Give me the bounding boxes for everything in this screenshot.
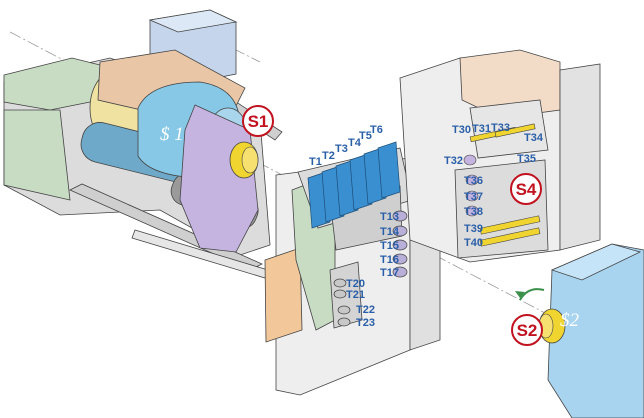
tool-label: T33	[491, 122, 510, 134]
s4-tool-disc-t36	[465, 174, 479, 186]
tool-label: T39	[464, 223, 483, 235]
tool-labels-s4-column: T32 T36 T37 T38 T39 T40	[444, 155, 483, 249]
s4-drill-t39	[479, 215, 541, 235]
tool-disc-t14	[392, 225, 408, 237]
s2-callout-circle	[511, 314, 543, 346]
tool-disc-t23	[337, 317, 351, 327]
tool-label: T3	[335, 143, 348, 155]
drive-arm	[179, 104, 259, 253]
tool-label: T34	[524, 132, 544, 144]
tool-holder-t6	[377, 141, 401, 199]
tool-disc-t15	[392, 239, 408, 251]
tool-label: T22	[356, 304, 375, 316]
spindle-axis-line	[9, 31, 644, 366]
tool-label: T4	[348, 137, 362, 149]
s4-callout: S4	[510, 173, 542, 205]
tool-disc-t20	[333, 278, 347, 288]
tool-label: T32	[444, 155, 463, 167]
tool-labels-lower-left: T20 T21 T22 T23	[346, 278, 375, 329]
s1-callout-label: S1	[248, 112, 269, 131]
tool-disc-t16	[392, 253, 408, 265]
s2-callout-label: S2	[517, 321, 538, 340]
tool-label: T15	[380, 240, 399, 252]
s1-spindle-label: $ 1	[160, 124, 184, 145]
tool-labels-s3-column: T13 T14 T15 T16 T17	[380, 211, 400, 279]
tool-label: T31	[472, 123, 491, 135]
tool-label: T5	[359, 130, 372, 142]
motor-housing-top	[148, 9, 238, 33]
s1-headstock: $ 1	[3, 9, 283, 279]
s2-subspindle: $2	[538, 243, 644, 418]
tool-label: T20	[346, 278, 365, 290]
s4-drill-t33	[494, 123, 536, 138]
s1-callout-circle	[242, 105, 274, 137]
s4-callout-label: S4	[516, 180, 537, 199]
s4-tool-disc-t37	[465, 190, 479, 202]
tool-label: T35	[517, 153, 536, 165]
tool-label: T14	[380, 226, 400, 238]
tool-disc-t17	[392, 266, 408, 278]
lower-left-tool-discs	[333, 278, 351, 327]
support-block-orange	[264, 247, 303, 343]
tool-disc-t13	[392, 210, 408, 222]
tool-disc-t21	[333, 289, 347, 299]
s2-spindle-label: $2	[560, 310, 580, 331]
tool-label: T21	[346, 289, 365, 301]
tool-label: T1	[309, 156, 322, 168]
s1-callout: S1	[242, 105, 274, 137]
tool-label: T6	[370, 124, 383, 136]
tool-disc-t22	[337, 305, 351, 315]
s2-callout: S2	[511, 314, 543, 346]
s4-unit	[399, 49, 601, 263]
tool-labels-upper-row: T1 T2 T3 T4 T5 T6	[309, 124, 383, 168]
s2-housing-top	[550, 243, 642, 281]
green-slide-lower	[3, 109, 71, 201]
tool-label: T36	[464, 175, 483, 187]
s4-tool-disc-t32	[463, 154, 477, 166]
tool-labels-s4-top: T30 T31 T33 T34	[452, 122, 544, 144]
tool-label: T17	[380, 267, 399, 279]
upper-tool-holders	[307, 141, 401, 229]
tool-label: T30	[452, 124, 471, 136]
s4-right-wall	[559, 63, 601, 251]
s2-rotation-arrowhead-icon	[515, 291, 525, 298]
s1-chuck-face	[241, 146, 259, 174]
tool-label: T38	[464, 206, 483, 218]
tool-label: T23	[356, 317, 375, 329]
s4-tool-disc-t38	[465, 205, 479, 217]
s3-tool-discs	[392, 210, 408, 278]
s4-callout-circle	[510, 173, 542, 205]
tool-labels-s4-right: T35	[517, 153, 536, 165]
s2-rotation-arrow-icon	[519, 288, 545, 301]
tool-label: T2	[322, 150, 335, 162]
s4-drill-t40	[479, 227, 541, 247]
tool-label: T16	[380, 254, 399, 266]
tool-label: T37	[464, 191, 483, 203]
tool-label: T13	[380, 211, 399, 223]
tool-label: T40	[464, 237, 483, 249]
